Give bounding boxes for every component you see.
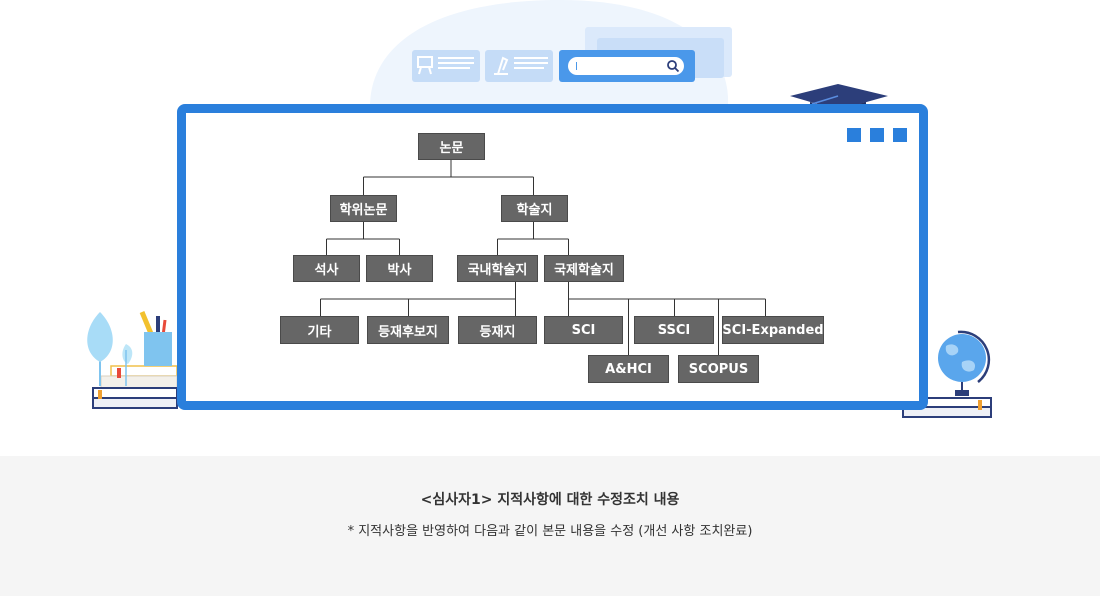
presentation-icon: [417, 56, 433, 68]
node-journal: 학술지: [501, 195, 568, 222]
window-dot: [870, 128, 884, 142]
caption-note: * 지적사항을 반영하여 다음과 같이 본문 내용을 수정 (개선 사항 조치완…: [347, 524, 753, 539]
node-root-thesis: 논문: [418, 133, 485, 160]
node-registered-journal: 등재지: [458, 316, 537, 344]
node-scopus: SCOPUS: [678, 355, 759, 383]
node-degree-thesis: 학위논문: [330, 195, 397, 222]
illustration-scene: 논문 학위논문 학술지 석사 박사 국내학술지 국제학술지 기타 등재후보지 등…: [87, 0, 992, 418]
window-dot: [893, 128, 907, 142]
node-other: 기타: [280, 316, 359, 344]
node-sci-expanded: SCI-Expanded: [722, 316, 824, 344]
window-dot: [847, 128, 861, 142]
text-caret: [576, 62, 577, 70]
tree-connectors: [320, 160, 766, 355]
node-sci: SCI: [544, 316, 623, 344]
pencil-cup: [144, 332, 172, 366]
node-ssci: SSCI: [634, 316, 714, 344]
node-domestic-journal: 국내학술지: [457, 255, 538, 282]
microscope-icon: [494, 56, 509, 75]
search-input[interactable]: [568, 57, 684, 75]
node-masters: 석사: [293, 255, 360, 282]
search-icon[interactable]: [666, 59, 680, 73]
caption-panel: [0, 456, 1100, 596]
caption-heading: <심사자1> 지적사항에 대한 수정조치 내용: [420, 492, 680, 508]
node-candidate-journal: 등재후보지: [367, 316, 449, 344]
globe-icon: [955, 390, 969, 396]
graduation-cap-icon: [790, 84, 888, 110]
node-doctoral: 박사: [366, 255, 433, 282]
node-international-journal: 국제학술지: [544, 255, 624, 282]
node-ahci: A&HCI: [588, 355, 669, 383]
book: [902, 406, 992, 418]
